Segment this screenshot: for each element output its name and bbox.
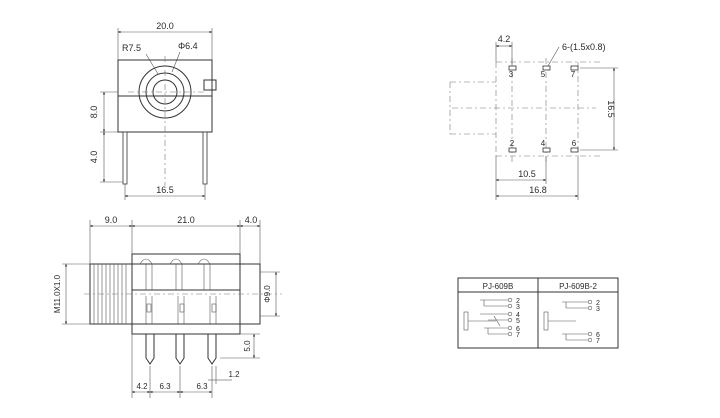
front-view: 20.0 R7.5 Φ6.4 8.0 4.0 16.5 — [89, 21, 217, 200]
front-height-lower-label: 4.0 — [89, 151, 99, 164]
side-pin-len-label: 5.0 — [243, 340, 252, 352]
schematic-model-a: PJ-609B — [483, 282, 514, 291]
schematic-a-pin-6: 6 — [516, 326, 520, 333]
pcb-offset-label: 4.2 — [498, 34, 511, 44]
front-height-upper-label: 8.0 — [89, 106, 99, 119]
pcb-dim-long-label: 16.8 — [529, 185, 547, 195]
schematic-b-pin-2: 2 — [596, 300, 600, 307]
pcb-pin-4: 4 — [541, 139, 546, 148]
side-left-len-label: 9.0 — [105, 215, 118, 225]
schematic-a-pin-4: 4 — [516, 312, 520, 319]
pcb-layout: 4.2 6-(1.5x0.8) 3 5 7 2 4 6 16.5 10.5 16… — [449, 34, 618, 200]
pcb-pin-5: 5 — [541, 70, 546, 79]
schematic-a-pin-3: 3 — [516, 304, 520, 311]
side-dim-b-label: 6.3 — [159, 382, 171, 391]
front-bore-label: Φ6.4 — [178, 41, 198, 51]
schematic-b-pin-7: 7 — [596, 338, 600, 345]
front-width-label: 20.0 — [156, 21, 174, 31]
schematic-a-pin-5: 5 — [516, 318, 520, 325]
side-gap-label: 1.2 — [228, 370, 240, 379]
side-right-len-label: 4.0 — [245, 215, 258, 225]
front-pin-pitch-label: 16.5 — [156, 185, 174, 195]
schematic-b-pin-6: 6 — [596, 332, 600, 339]
pcb-pin-7: 7 — [571, 70, 576, 79]
schematic-a-pin-2: 2 — [516, 298, 520, 305]
side-thread-label: M11.0X1.0 — [53, 274, 62, 313]
schematic: PJ-609B PJ-609B-2 2 3 4 5 6 — [457, 277, 619, 349]
side-dim-a-label: 4.2 — [136, 382, 148, 391]
schematic-b-pin-3: 3 — [596, 306, 600, 313]
pcb-pin-6: 6 — [572, 139, 577, 148]
side-body-len-label: 21.0 — [177, 215, 195, 225]
pcb-height-label: 16.5 — [606, 100, 616, 118]
schematic-a-pin-7: 7 — [516, 332, 520, 339]
pcb-pin-2: 2 — [510, 139, 515, 148]
side-dim-c-label: 6.3 — [196, 382, 208, 391]
pcb-dim-short-label: 10.5 — [518, 169, 536, 179]
schematic-model-b: PJ-609B-2 — [559, 282, 597, 291]
front-radius-label: R7.5 — [122, 43, 141, 53]
pcb-pin-3: 3 — [509, 70, 514, 79]
side-view: 9.0 21.0 4.0 M11.0X1.0 — [53, 215, 282, 398]
pcb-pad-note: 6-(1.5x0.8) — [562, 42, 606, 52]
schematic-a-pins — [507, 297, 513, 337]
